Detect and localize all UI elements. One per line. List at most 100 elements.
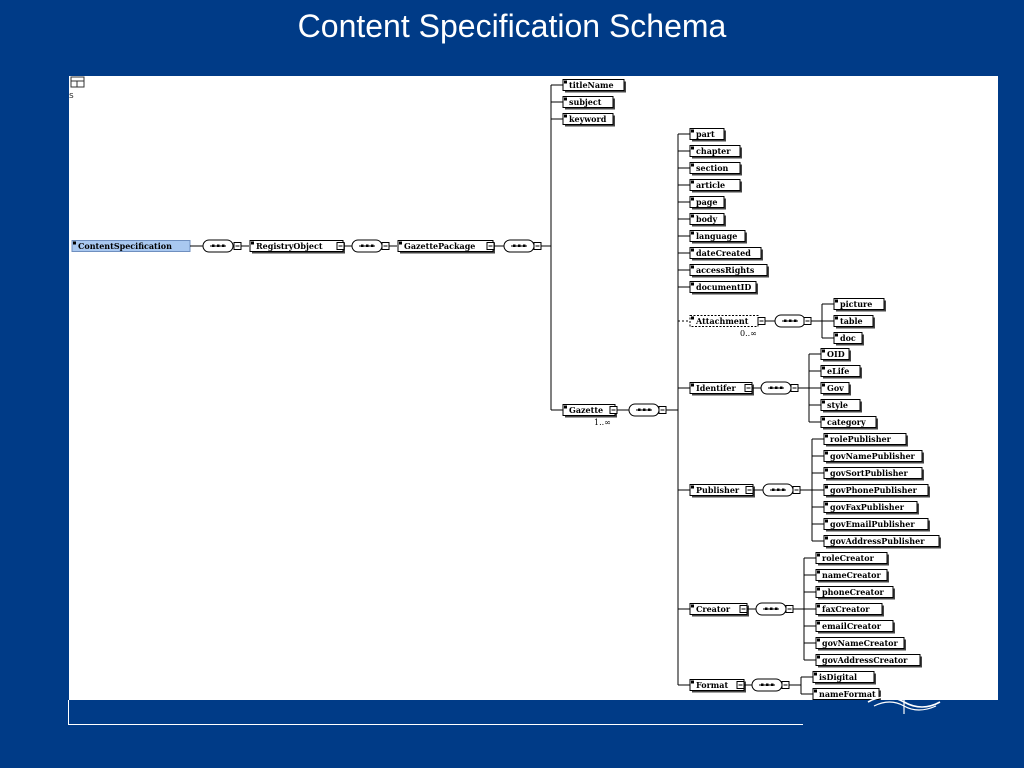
element-identifer[interactable]: Identifer — [689, 382, 754, 396]
element-label: Gov — [827, 383, 844, 393]
element-gov-email-publisher[interactable]: govEmailPublisher — [823, 518, 930, 532]
element-label: keyword — [569, 114, 607, 124]
element-date-created[interactable]: dateCreated — [689, 247, 763, 261]
element-label: table — [840, 316, 863, 326]
element-fax-creator[interactable]: faxCreator — [815, 603, 884, 617]
expand-toggle-icon[interactable] — [486, 242, 495, 250]
element-gov-name-creator[interactable]: govNameCreator — [815, 637, 906, 651]
element-registry-object[interactable]: RegistryObject — [249, 240, 345, 254]
element-label: Attachment — [695, 316, 749, 326]
expand-toggle-icon[interactable] — [757, 317, 766, 325]
expand-toggle-icon[interactable] — [744, 384, 753, 392]
sequence-compositor-icon — [755, 602, 787, 616]
element-label: govAddressCreator — [822, 655, 908, 665]
expand-toggle-icon[interactable] — [233, 242, 242, 250]
expand-toggle-icon[interactable] — [736, 681, 745, 689]
expand-toggle-icon[interactable] — [781, 681, 790, 689]
element-language[interactable]: language — [689, 230, 747, 244]
element-style[interactable]: style — [820, 399, 862, 413]
element-icon — [691, 265, 694, 269]
expand-toggle-icon[interactable] — [381, 242, 390, 250]
element-label: chapter — [696, 146, 731, 156]
element-e-life[interactable]: eLife — [820, 365, 862, 379]
element-gov-fax-publisher[interactable]: govFaxPublisher — [823, 501, 919, 515]
expand-toggle-icon[interactable] — [336, 242, 345, 250]
element-icon — [835, 333, 838, 337]
expand-toggle-icon[interactable] — [785, 605, 794, 613]
element-chapter[interactable]: chapter — [689, 145, 742, 159]
element-gov-address-publisher[interactable]: govAddressPublisher — [823, 535, 941, 549]
element-role-publisher[interactable]: rolePublisher — [823, 433, 908, 447]
element-icon — [691, 231, 694, 235]
element-gazette[interactable]: Gazette — [562, 404, 617, 418]
element-icon — [691, 214, 694, 218]
frame-line-left — [68, 700, 69, 725]
element-icon — [825, 485, 828, 489]
element-oid[interactable]: OID — [820, 348, 851, 362]
element-title-name[interactable]: titleName — [562, 79, 626, 93]
expand-toggle-icon[interactable] — [609, 406, 618, 414]
element-label: govFaxPublisher — [830, 502, 905, 512]
element-icon — [564, 114, 567, 118]
expand-toggle-icon[interactable] — [790, 384, 799, 392]
element-icon — [822, 383, 825, 387]
element-name-format[interactable]: nameFormat — [812, 688, 881, 701]
element-is-digital[interactable]: isDigital — [812, 671, 876, 685]
element-role-creator[interactable]: roleCreator — [815, 552, 889, 566]
sequence-compositor-icon — [628, 403, 660, 417]
element-gov-phone-publisher[interactable]: govPhonePublisher — [823, 484, 930, 498]
element-keyword[interactable]: keyword — [562, 113, 615, 127]
element-gov[interactable]: Gov — [820, 382, 851, 396]
element-subject[interactable]: subject — [562, 96, 615, 110]
sequence-compositor-icon — [762, 483, 794, 497]
element-content-specification[interactable]: ContentSpecification — [71, 240, 191, 252]
element-page[interactable]: page — [689, 196, 726, 210]
element-gov-sort-publisher[interactable]: govSortPublisher — [823, 467, 924, 481]
expand-toggle-icon[interactable] — [739, 605, 748, 613]
expand-toggle-icon[interactable] — [792, 486, 801, 494]
element-picture[interactable]: picture — [833, 298, 886, 312]
element-label: Creator — [696, 604, 731, 614]
element-name-creator[interactable]: nameCreator — [815, 569, 889, 583]
element-access-rights[interactable]: accessRights — [689, 264, 769, 278]
element-label: section — [696, 163, 729, 173]
element-body[interactable]: body — [689, 213, 726, 227]
expand-toggle-icon[interactable] — [533, 242, 542, 250]
element-table[interactable]: table — [833, 315, 875, 329]
element-label: accessRights — [696, 265, 755, 275]
element-label: govSortPublisher — [830, 468, 909, 478]
element-gazette-package[interactable]: GazettePackage — [397, 240, 495, 254]
element-label: doc — [840, 333, 856, 343]
element-attachment[interactable]: Attachment — [689, 315, 759, 327]
element-label: OID — [827, 349, 845, 359]
element-icon — [817, 621, 820, 625]
element-icon — [825, 468, 828, 472]
element-label: govPhonePublisher — [830, 485, 918, 495]
element-label: govNameCreator — [822, 638, 899, 648]
element-article[interactable]: article — [689, 179, 742, 193]
element-gov-name-publisher[interactable]: govNamePublisher — [823, 450, 924, 464]
element-gov-address-creator[interactable]: govAddressCreator — [815, 654, 922, 668]
element-label: picture — [840, 299, 872, 309]
element-doc[interactable]: doc — [833, 332, 864, 346]
element-section[interactable]: section — [689, 162, 742, 176]
element-icon — [564, 97, 567, 101]
expand-toggle-icon[interactable] — [745, 486, 754, 494]
element-label: category — [827, 417, 866, 427]
element-email-creator[interactable]: emailCreator — [815, 620, 895, 634]
element-document-id[interactable]: documentID — [689, 281, 758, 295]
element-phone-creator[interactable]: phoneCreator — [815, 586, 895, 600]
element-icon — [825, 536, 828, 540]
element-label: nameFormat — [819, 689, 876, 699]
expand-toggle-icon[interactable] — [658, 406, 667, 414]
element-category[interactable]: category — [820, 416, 878, 430]
element-icon — [822, 417, 825, 421]
element-icon — [691, 485, 694, 489]
expand-toggle-icon[interactable] — [803, 317, 812, 325]
element-publisher[interactable]: Publisher — [689, 484, 755, 498]
element-icon — [817, 587, 820, 591]
element-part[interactable]: part — [689, 128, 726, 142]
element-icon — [691, 180, 694, 184]
element-icon — [817, 655, 820, 659]
